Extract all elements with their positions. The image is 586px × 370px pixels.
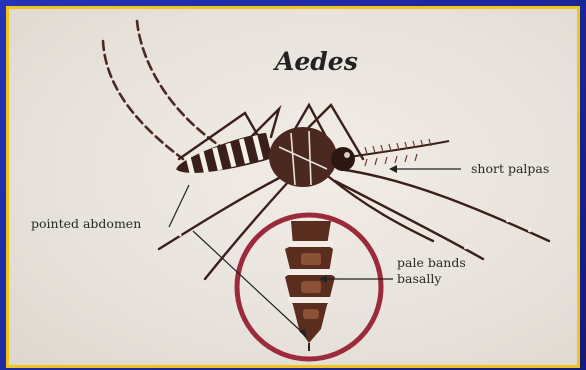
pointer-abdomen-upper [169,185,189,227]
enlarged-abdomen [285,221,335,351]
leg-hind-left [159,177,281,249]
label-pointed-abdomen: pointed abdomen [31,216,141,232]
thorax [269,127,337,187]
label-pale-bands: pale bands basally [397,255,497,287]
head [331,147,355,171]
legs [159,105,549,279]
figure-title: Aedes [275,47,358,76]
leg-long-right-2 [335,181,483,259]
abdomen [173,132,273,182]
antenna-right [137,21,241,159]
palp-bristles [365,139,431,166]
diagram-panel: Aedes short palpas pointed abdomen pale … [6,6,580,368]
label-short-palpas: short palpas [471,161,549,177]
leg-long-right [339,169,549,241]
antennae [103,21,241,159]
